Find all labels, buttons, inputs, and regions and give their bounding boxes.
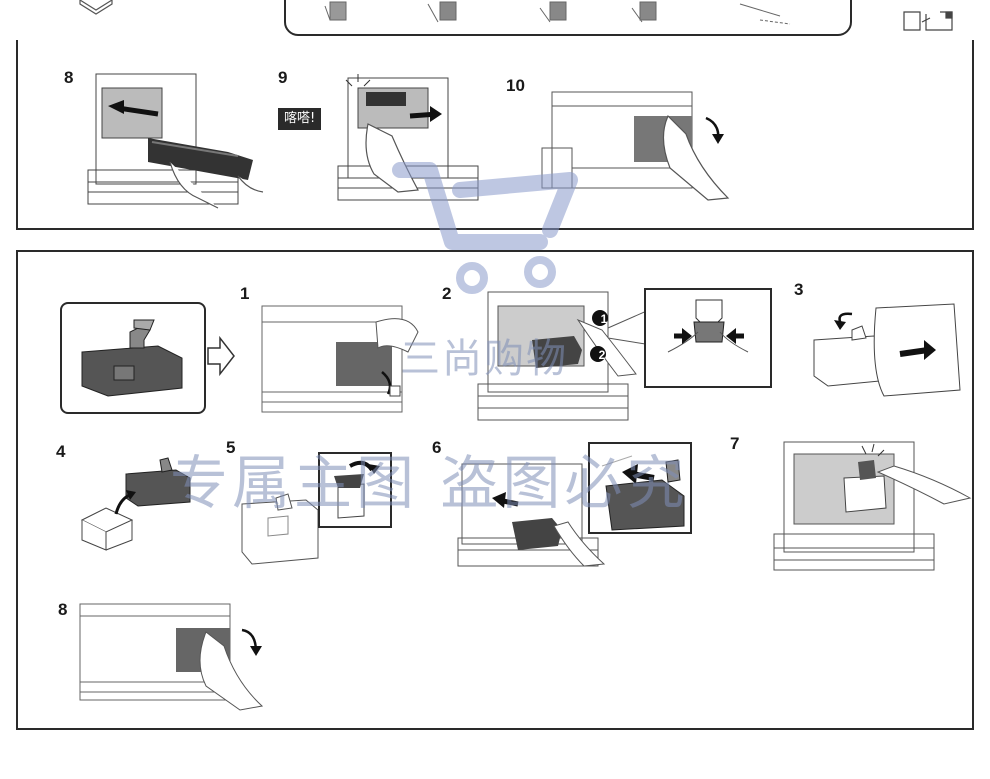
bottom-step-6-insert-box-illustration xyxy=(457,463,606,567)
flip-box-icon xyxy=(903,11,953,31)
bottom-step-5-cap-illustration xyxy=(241,493,319,565)
bottom-step-3-number: 3 xyxy=(794,280,804,299)
bottom-step-2-number: 2 xyxy=(442,284,452,303)
bottom-step-6-number: 6 xyxy=(432,438,442,457)
callout-number-1: 1 xyxy=(600,312,608,326)
waste-toner-box-frame xyxy=(60,302,206,414)
bottom-step-7-press-box-illustration xyxy=(773,441,972,571)
previous-step-frame xyxy=(284,0,852,36)
bottom-step-4-number: 4 xyxy=(56,442,66,461)
bottom-step-2-squeeze-handle-detail xyxy=(667,299,749,353)
bottom-step-5-cap-detail xyxy=(334,460,380,519)
top-step-8-install-toner-illustration xyxy=(87,73,264,209)
shopping-cart-watermark-logo xyxy=(392,162,578,294)
click-sound-label: 喀嗒! xyxy=(278,108,322,130)
bottom-panel: 1 2 1 2 xyxy=(16,250,974,730)
callout-number-2: 2 xyxy=(598,348,606,362)
bottom-step-8-close-cover-illustration xyxy=(79,603,264,711)
box-icon xyxy=(79,0,113,15)
bottom-step-1-open-cover-illustration xyxy=(261,305,419,413)
arrow-right-outline-icon xyxy=(207,335,235,377)
top-step-10-number: 10 xyxy=(506,76,525,95)
waste-toner-box-illustration xyxy=(81,319,183,397)
top-panel: 8 9 喀嗒! 10 xyxy=(16,40,974,230)
top-step-10-close-cover-illustration xyxy=(541,91,730,201)
bottom-step-3-bag-box-illustration xyxy=(813,303,961,397)
bottom-step-1-number: 1 xyxy=(240,284,250,303)
bottom-step-8-number: 8 xyxy=(58,600,68,619)
bottom-step-7-number: 7 xyxy=(730,434,740,453)
top-previous-steps-strip xyxy=(0,0,990,40)
bottom-step-5-number: 5 xyxy=(226,438,236,457)
bottom-step-6-insert-detail xyxy=(601,455,685,531)
bottom-step-4-new-box-illustration xyxy=(80,457,191,551)
top-step-9-number: 9 xyxy=(278,68,288,87)
top-step-8-number: 8 xyxy=(64,68,74,87)
bottom-step-2-remove-box-illustration xyxy=(477,291,637,421)
previous-step-illustrations xyxy=(324,1,791,25)
